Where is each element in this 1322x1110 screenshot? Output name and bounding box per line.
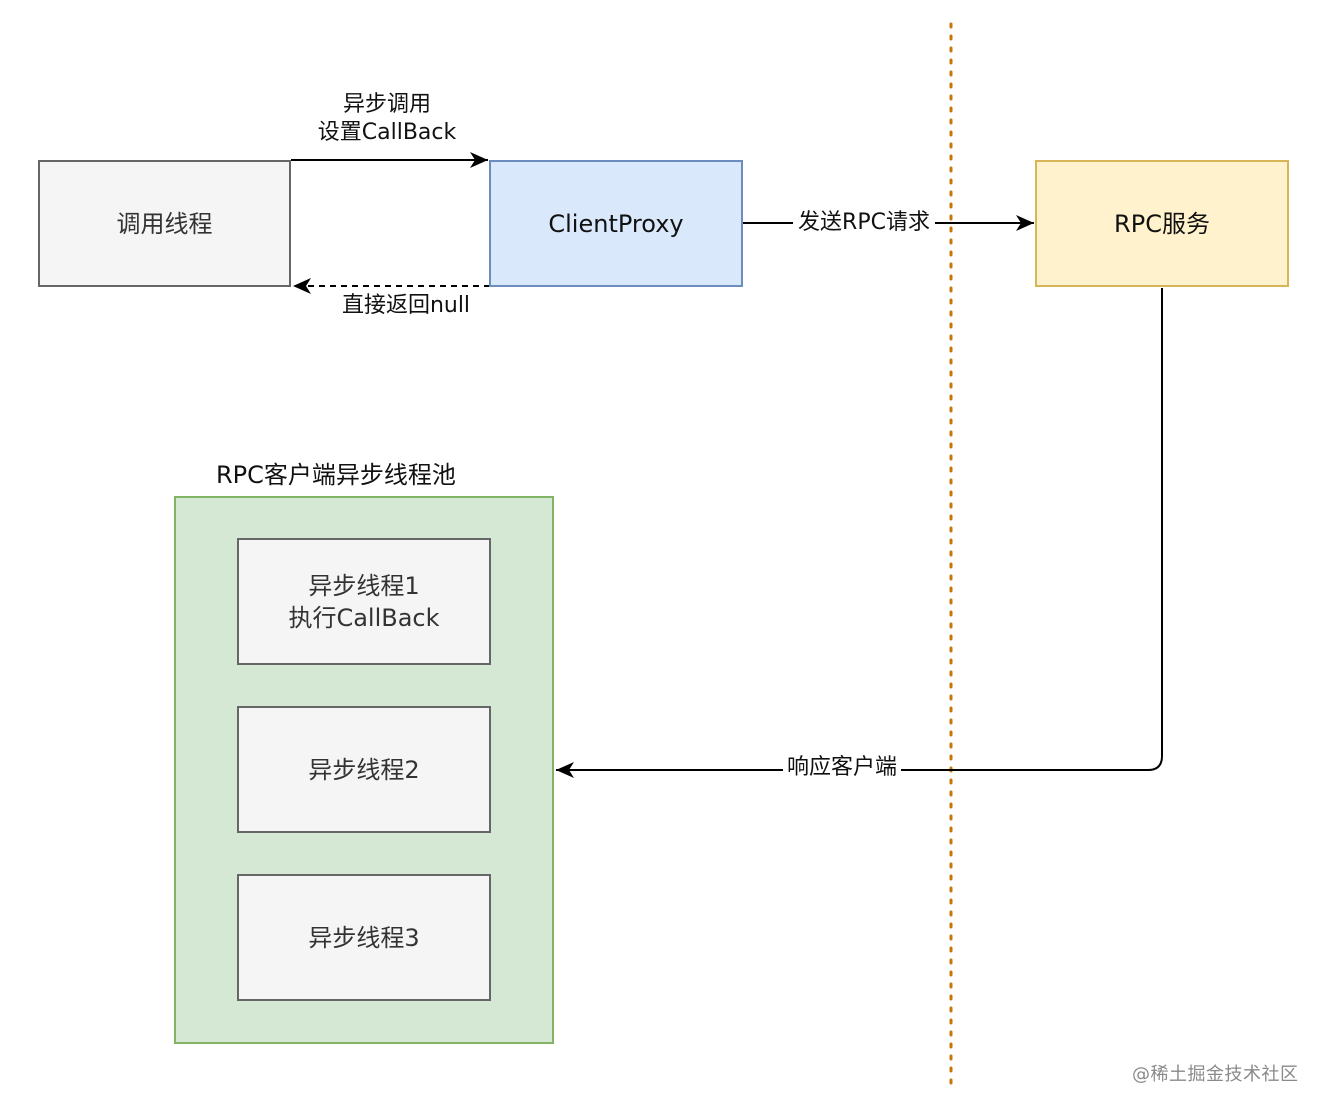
- client-proxy-label: ClientProxy: [548, 209, 684, 238]
- thread-pool-title: RPC客户端异步线程池: [216, 461, 456, 489]
- watermark-text: @稀土掘金技术社区: [1132, 1064, 1299, 1085]
- async-call-label: 异步调用 设置CallBack: [317, 92, 457, 145]
- rpc-service-node[interactable]: RPC服务: [1035, 160, 1289, 287]
- caller-thread-label: 调用线程: [116, 209, 213, 238]
- respond-client-label: 响应客户端: [783, 754, 901, 782]
- async-thread-1-label: 异步线程1 执行CallBack: [288, 571, 440, 632]
- async-thread-3-node[interactable]: 异步线程3: [237, 874, 491, 1001]
- client-proxy-node[interactable]: ClientProxy: [489, 160, 743, 287]
- caller-thread-node[interactable]: 调用线程: [38, 160, 291, 287]
- return-null-label: 直接返回null: [341, 293, 471, 318]
- respond-client-arrow: [556, 288, 1163, 778]
- rpc-service-label: RPC服务: [1114, 209, 1210, 238]
- async-thread-2-node[interactable]: 异步线程2: [237, 706, 491, 833]
- async-thread-2-label: 异步线程2: [308, 755, 420, 784]
- async-thread-3-label: 异步线程3: [308, 923, 420, 952]
- async-thread-1-node[interactable]: 异步线程1 执行CallBack: [237, 538, 491, 665]
- send-request-label: 发送RPC请求: [793, 209, 935, 237]
